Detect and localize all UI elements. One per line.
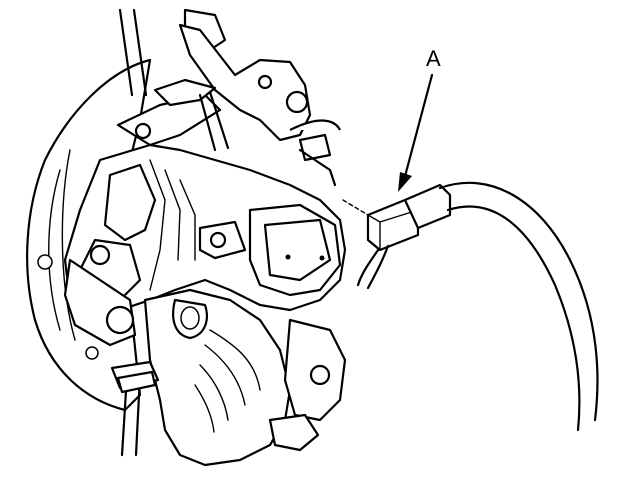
connector-housing: [198, 203, 342, 297]
arrow-down-left-icon: [398, 73, 434, 192]
latch-mechanism-upper: [116, 8, 341, 187]
lower-lever: [143, 288, 292, 467]
harness-connector: [366, 183, 452, 252]
wire-harness: [356, 181, 599, 432]
alignment-guide: [342, 199, 369, 216]
lower-right-mechanism: [268, 318, 347, 452]
rod-clip: [110, 360, 160, 394]
callout-label-a: A: [426, 46, 441, 71]
